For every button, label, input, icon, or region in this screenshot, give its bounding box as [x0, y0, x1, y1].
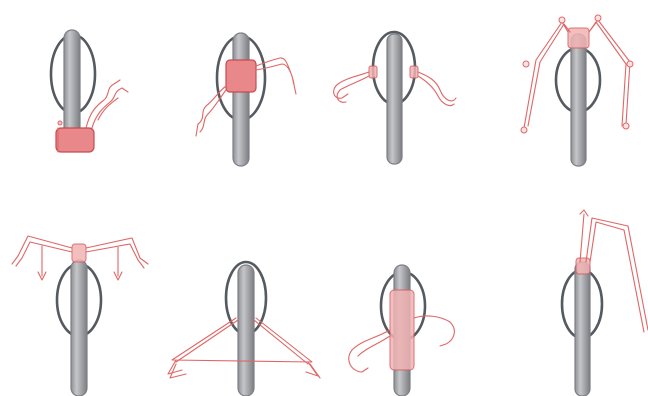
panel-3-side-ties — [333, 30, 457, 165]
stake-icon — [520, 126, 528, 134]
right-tie-icon — [409, 65, 419, 79]
stake-icon — [594, 14, 602, 22]
pole-icon — [386, 33, 403, 165]
stake-icon — [522, 60, 530, 68]
rope-icon — [195, 57, 297, 137]
pole-icon — [574, 261, 591, 396]
pole-icon — [70, 259, 88, 396]
panel-6-tripod-lines — [167, 260, 321, 396]
pole-icon — [232, 32, 250, 167]
wrap-band-icon — [225, 59, 257, 93]
guy-lines-icon — [523, 19, 631, 129]
panel-2-mid-wrap — [195, 32, 297, 167]
pole-icon — [237, 264, 255, 396]
stake-icon — [626, 60, 634, 68]
stake-icon — [558, 16, 566, 24]
left-tie-icon — [368, 65, 378, 79]
collar-band-icon — [55, 127, 95, 153]
rope-icon — [333, 71, 457, 107]
crossbar-lines-icon — [11, 235, 149, 277]
leaning-lines-icon — [579, 209, 648, 333]
panel-8-leaning-lines — [560, 209, 648, 396]
top-collar-icon — [567, 27, 590, 49]
pole-icon — [570, 33, 587, 167]
rope-icon — [85, 79, 129, 129]
panel-7-long-sleeve — [348, 264, 455, 396]
panel-5-crossbar — [11, 235, 149, 396]
top-collar-icon — [575, 257, 591, 275]
top-collar-icon — [71, 243, 87, 263]
long-sleeve-icon — [389, 289, 415, 371]
stake-icon — [622, 122, 630, 130]
rope-icon — [348, 315, 455, 373]
panel-1-collar-at-base — [49, 29, 129, 153]
panel-4-four-guy-lines — [520, 14, 634, 167]
tripod-lines-icon — [167, 317, 319, 377]
pole-icon — [63, 29, 81, 141]
